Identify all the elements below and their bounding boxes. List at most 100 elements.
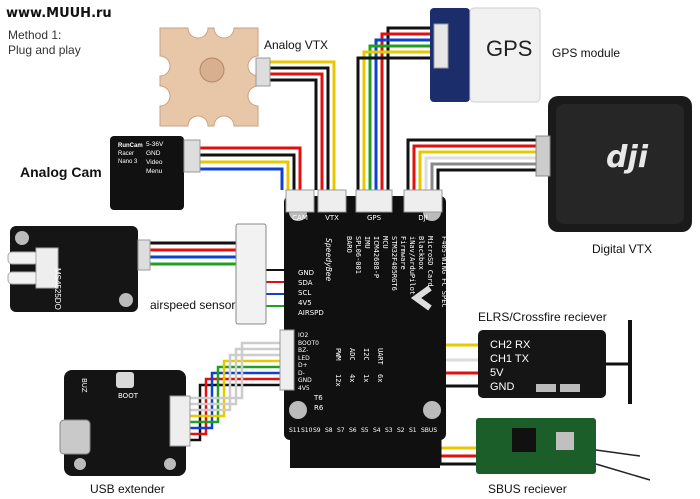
fc-spec-table: BARO SPL06-001 IMU ICM42688-P MCU STM32F… [345, 236, 441, 324]
elrs-receiver-label: ELRS/Crossfire reciever [478, 310, 607, 324]
cam-pin-label: Video [146, 159, 163, 166]
elrs-pin-ch1tx: CH1 TX [490, 353, 529, 365]
cam-pin-label: Menu [146, 168, 163, 175]
usb-bz-label: BUZ [80, 378, 88, 393]
airspeed-to-fc-wires [266, 269, 284, 307]
method-line-2: Plug and play [8, 43, 81, 57]
usb-wires [190, 341, 280, 442]
usb-extender-label: USB extender [90, 482, 165, 496]
fc-usb-pin-label: LED [298, 354, 310, 362]
cam-wires [198, 146, 302, 190]
fc-bottom-pin: S6 [349, 427, 357, 434]
fc-bottom-pin: S8 [325, 427, 333, 434]
airspeed-chip-text: MS4525DO [53, 268, 62, 310]
cam-brand: RunCam [118, 143, 143, 149]
fc-t6-label: T6 [314, 394, 323, 402]
fc-pin-label: SCL [298, 289, 312, 297]
cam-model: Racer Nano 3 [118, 151, 138, 165]
fc-connector-gps: GPS [366, 214, 382, 222]
fc-bottom-pin-row [290, 438, 440, 468]
usb-extender-graphic [59, 370, 191, 476]
airspeed-sensor-label: airspeed sensor [150, 298, 236, 312]
cam-pin-label: GND [146, 150, 161, 157]
fc-usb-pins: IO2 BOOT0 BZ- LED D+ D- GND 4V5 [298, 332, 319, 392]
fc-bottom-pin: S4 [373, 427, 381, 434]
fc-brand: SpeedyBee [324, 238, 333, 282]
dji-logo: dji [606, 140, 649, 175]
elrs-receiver-graphic [478, 320, 632, 404]
elrs-pin-5v: 5V [490, 367, 504, 379]
fc-small-label: 6x [376, 374, 384, 383]
fc-bottom-pin: S9 [313, 427, 321, 434]
vtx-wires [268, 60, 336, 190]
fc-spec-cell: iNav/ArduPilot [408, 236, 416, 296]
airspeed-sensor-graphic [7, 223, 267, 325]
fc-small-label: PWM [334, 348, 342, 361]
fc-spec-cell: STM32F405RGT6 [390, 236, 398, 291]
sbus-receiver-label: SBUS reciever [488, 482, 567, 496]
fc-bottom-pin: S3 [385, 427, 393, 434]
fc-spec-cell: SPL06-001 [354, 236, 362, 274]
gps-module-label: GPS module [552, 46, 621, 60]
fc-spec-cell: ICM42688-P [372, 236, 380, 279]
digital-vtx-label: Digital VTX [592, 242, 653, 256]
fc-bottom-pin: S11 [289, 427, 301, 434]
fc-bottom-pin: S7 [337, 427, 345, 434]
elrs-pin-gnd: GND [490, 381, 515, 393]
fc-usb-pin-label: BOOT0 [298, 339, 319, 347]
fc-pin-label: AIRSPD [298, 309, 324, 317]
fc-spec-cell: BARO [345, 236, 353, 253]
gps-wires [356, 26, 430, 190]
airspeed-wires [148, 241, 236, 266]
fc-bottom-pin: S10 [301, 427, 313, 434]
fc-small-label: UART [376, 348, 384, 365]
fc-connector-cam: CAM [292, 214, 308, 222]
fc-usb-pin-label: BZ- [298, 347, 309, 354]
cam-pin-label: 5-36V [146, 141, 164, 148]
method-line-1: Method 1: [8, 28, 62, 42]
digital-vtx-graphic [535, 96, 692, 232]
fc-spec-cell: Blackbox [417, 236, 425, 270]
gps-module-graphic [430, 7, 541, 103]
fc-small-label: 12x [334, 374, 342, 387]
fc-spec-cell: MicroSD Card [426, 236, 434, 287]
fc-small-label: 4x [348, 374, 356, 383]
fc-spec-cell: Firmware [399, 236, 407, 270]
fc-small-label: 1x [362, 374, 370, 383]
fc-i2c-pins: GND SDA SCL 4V5 AIRSPD [298, 268, 324, 318]
cam-pin-labels: 5-36V GND Video Menu [146, 140, 163, 176]
fc-bottom-pin: SBUS [421, 427, 438, 434]
fc-connector-vtx: VTX [325, 214, 339, 222]
analog-cam-label: Analog Cam [20, 164, 102, 180]
fc-usb-pin-label: IO2 [298, 332, 309, 339]
fc-bottom-pin-labels: S11 S10 S9 S8 S7 S6 S5 S4 S3 S2 S1 SBUS [289, 427, 449, 434]
fc-connector-dji: DJI [418, 214, 428, 222]
gps-module-text: GPS [486, 36, 533, 61]
fc-bottom-pin: S2 [397, 427, 405, 434]
fc-pin-label: SDA [298, 279, 313, 287]
fc-pin-label: GND [298, 269, 315, 277]
analog-vtx-label: Analog VTX [264, 38, 329, 52]
fc-usb-pin-label: 4V5 [298, 384, 310, 392]
fc-spec-cell: IMU [363, 236, 371, 249]
brand-watermark: www.MUUH.ru [6, 6, 112, 21]
fc-usb-pin-label: GND [298, 377, 312, 384]
fc-r6-label: R6 [314, 404, 324, 412]
fc-bottom-pin: S1 [409, 427, 417, 434]
fc-small-label: ADC [348, 348, 356, 361]
sbus-receiver-graphic [476, 418, 651, 481]
fc-small-label: I2C [362, 348, 370, 361]
flight-controller-graphic [279, 189, 446, 468]
dji-wires [406, 138, 548, 190]
fc-bottom-pin: S5 [361, 427, 369, 434]
elrs-pin-ch2rx: CH2 RX [490, 339, 531, 351]
fc-spec-title: F405-WING FC SPEC [440, 236, 448, 308]
analog-cam-graphic [110, 136, 201, 210]
fc-usb-pin-label: D+ [298, 362, 308, 369]
usb-boot-label: BOOT [118, 392, 138, 400]
fc-usb-pin-label: D- [298, 369, 305, 377]
cam-brand-block: RunCam Racer Nano 3 [118, 142, 146, 166]
method-caption: Method 1: Plug and play [8, 28, 98, 58]
analog-vtx-board [159, 27, 271, 127]
fc-pin-label: 4V5 [298, 299, 312, 307]
